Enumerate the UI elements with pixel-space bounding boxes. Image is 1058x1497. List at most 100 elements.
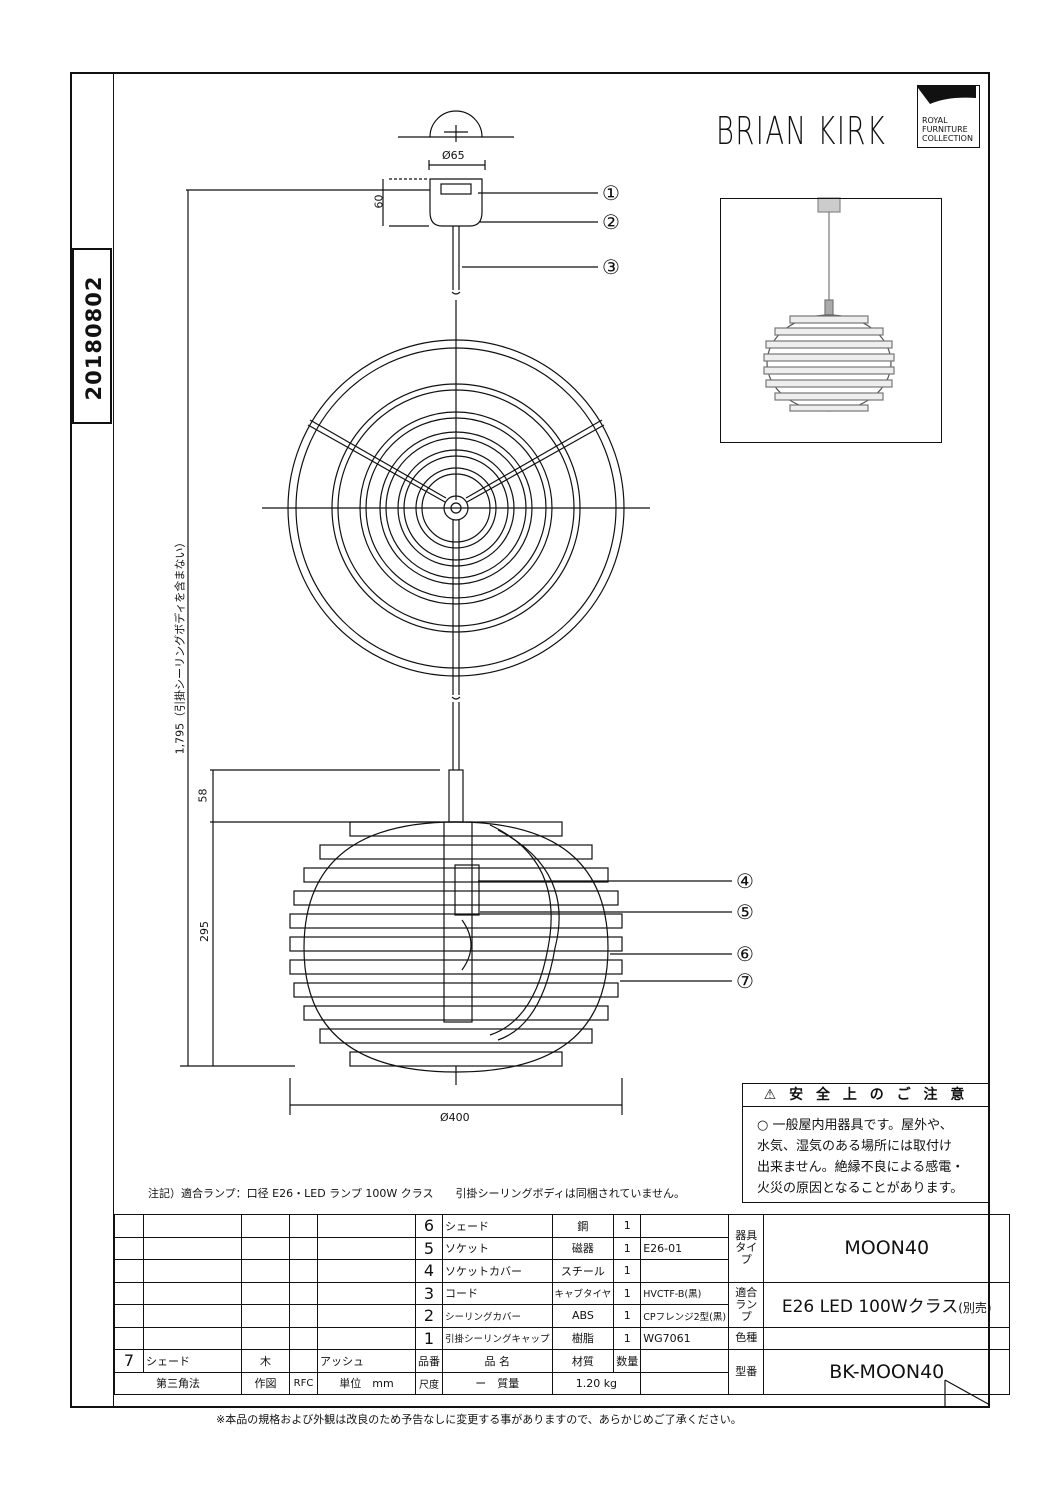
drawn-by: RFC (289, 1371, 318, 1395)
callout-2: ② (602, 210, 620, 234)
brand-logo: BRIAN KIRK (716, 109, 887, 153)
lamp-note-value: (別売) (958, 1301, 992, 1315)
part-no: 6 (415, 1214, 443, 1238)
part-name: ソケットカバー (442, 1259, 553, 1283)
model-value: BK-MOON40 (763, 1349, 1011, 1395)
dimension-lines (180, 190, 732, 1115)
part-spec: E26-01 (640, 1236, 730, 1260)
scale-label: 尺度 (415, 1371, 443, 1395)
unit-label: 単位 (339, 1377, 362, 1391)
parts-row-2: 2 シーリングカバー ABS 1 CPフレンジ2型(黒) (114, 1304, 1010, 1328)
part-material: 磁器 (551, 1236, 615, 1260)
part-spec: WG7061 (640, 1326, 730, 1350)
safety-title: ⚠ 安 全 上 の ご 注 意 (743, 1084, 989, 1107)
safety-notice: ⚠ 安 全 上 の ご 注 意 ○ 一般屋内用器具です。屋外や、 水気、湿気のあ… (742, 1083, 990, 1203)
canopy-side-view (186, 160, 486, 227)
royal-furniture-collection-logo: ROYAL FURNITURE COLLECTION (917, 85, 980, 148)
unit-cell: 単位 mm (317, 1371, 416, 1395)
part-name: 引掛シーリングキャップ (442, 1326, 553, 1350)
socket-height-label: 58 (196, 788, 210, 803)
drawn-label: 作図 (241, 1371, 290, 1395)
color-value (763, 1326, 1011, 1350)
part-spec: HVCTF-B(黒) (640, 1281, 730, 1305)
part-spec (640, 1214, 730, 1238)
cord-upper (451, 226, 461, 295)
part-spec: CPフレンジ2型(黒) (640, 1304, 730, 1328)
lamp-value-cell: E26 LED 100Wクラス(別売) (763, 1281, 1011, 1328)
part-material: 樹脂 (551, 1326, 615, 1350)
scale-value: ー (475, 1377, 487, 1391)
lamp-photo-illustration (763, 197, 895, 412)
fixture-type-label: 器具タイプ (728, 1214, 765, 1283)
parts-title-block: 6 シェード 鋼 1 器具タイプ MOON40 5 ソケット 磁器 1 E26-… (114, 1214, 1011, 1395)
part7-name: シェード (143, 1349, 242, 1373)
callout-4: ④ (736, 869, 754, 893)
product-photo-frame (720, 198, 942, 443)
projection: 第三角法 (114, 1371, 242, 1395)
rfc-line-3: COLLECTION (922, 134, 973, 143)
callout-1: ① (602, 181, 620, 205)
header-part-name: 品 名 (442, 1349, 553, 1373)
model-label: 型番 (728, 1349, 765, 1395)
part-no: 5 (415, 1236, 443, 1260)
parts-row-4: 4 ソケットカバー スチール 1 (114, 1259, 1010, 1283)
part-qty: 1 (613, 1281, 642, 1305)
footer-disclaimer: ※本品の規格および外観は改良のため予告なしに変更する事がありますので、あらかじめ… (216, 1413, 742, 1426)
lamp-label: 適合ランプ (728, 1281, 765, 1328)
header-material: 材質 (551, 1349, 615, 1373)
total-height-label: 1,795（引掛シーリングボディを含まない） (173, 536, 187, 755)
part-material: 鋼 (551, 1214, 615, 1238)
fixture-type-value: MOON40 (763, 1214, 1011, 1283)
scale-weight-cell: ー 質量 (442, 1371, 553, 1395)
part7-no: 7 (114, 1349, 144, 1373)
safety-line-2: 水気、湿気のある場所には取付け (757, 1139, 953, 1154)
color-label: 色種 (728, 1326, 765, 1350)
part-material: キャブタイヤ (551, 1281, 615, 1305)
part-name: シェード (442, 1214, 553, 1238)
part-qty: 1 (613, 1304, 642, 1328)
part-name: コード (442, 1281, 553, 1305)
part-material: スチール (551, 1259, 615, 1283)
rfc-logo-mark (918, 86, 976, 104)
rfc-line-1: ROYAL (922, 116, 948, 125)
canopy-diameter-label: Ø65 (442, 149, 465, 162)
parts-row-6: 6 シェード 鋼 1 器具タイプ MOON40 (114, 1214, 1011, 1283)
part-no: 3 (415, 1281, 443, 1305)
part-spec (640, 1259, 730, 1283)
drawing-date-box: 20180802 (72, 248, 112, 424)
part7-finish: アッシュ (317, 1349, 416, 1373)
part7-material: 木 (241, 1349, 290, 1373)
part-no: 2 (415, 1304, 443, 1328)
part-qty: 1 (613, 1236, 642, 1260)
callout-6: ⑥ (736, 942, 754, 966)
rfc-line-2: FURNITURE (922, 125, 968, 134)
parts-row-1: 1 引掛シーリングキャップ 樹脂 1 WG7061 色種 (114, 1326, 1011, 1350)
shade-diameter-label: Ø400 (440, 1111, 470, 1124)
part-qty: 1 (613, 1214, 642, 1238)
canopy-height-label: 60 (372, 194, 386, 209)
shade-elevation-view (289, 821, 623, 1085)
header-qty: 数量 (613, 1349, 642, 1373)
safety-line-3: 出来ません。絶縁不良による感電・ (757, 1160, 965, 1175)
title-block-row: 第三角法 作図 RFC 単位 mm 尺度 ー 質量 1.20 kg (114, 1371, 1010, 1395)
weight-label: 質量 (497, 1377, 520, 1391)
callout-7: ⑦ (736, 969, 754, 993)
part-material: ABS (551, 1304, 615, 1328)
safety-line-1: ○ 一般屋内用器具です。屋外や、 (757, 1118, 953, 1133)
drawing-sheet-frame (70, 72, 990, 1408)
canopy-top-view (398, 110, 514, 142)
part-qty: 1 (613, 1259, 642, 1283)
part-no: 1 (415, 1326, 443, 1350)
lamp-value: E26 LED 100Wクラス (781, 1297, 959, 1317)
parts-row-3: 3 コード キャブタイヤ 1 HVCTF-B(黒) 適合ランプ E26 LED … (114, 1281, 1011, 1328)
lamp-note: 注記）適合ランプ：口径 E26・LED ランプ 100W クラス 引掛シーリング… (148, 1187, 686, 1200)
part-qty: 1 (613, 1326, 642, 1350)
part-name: ソケット (442, 1236, 553, 1260)
header-part-no: 品番 (415, 1349, 443, 1373)
shade-height-label: 295 (198, 921, 211, 942)
parts-header-row: 7 シェード 木 アッシュ 品番 品 名 材質 数量 型番 BK-MOON40 (114, 1349, 1011, 1395)
part-no: 4 (415, 1259, 443, 1283)
part-name: シーリングカバー (442, 1304, 553, 1328)
callout-3: ③ (602, 255, 620, 279)
